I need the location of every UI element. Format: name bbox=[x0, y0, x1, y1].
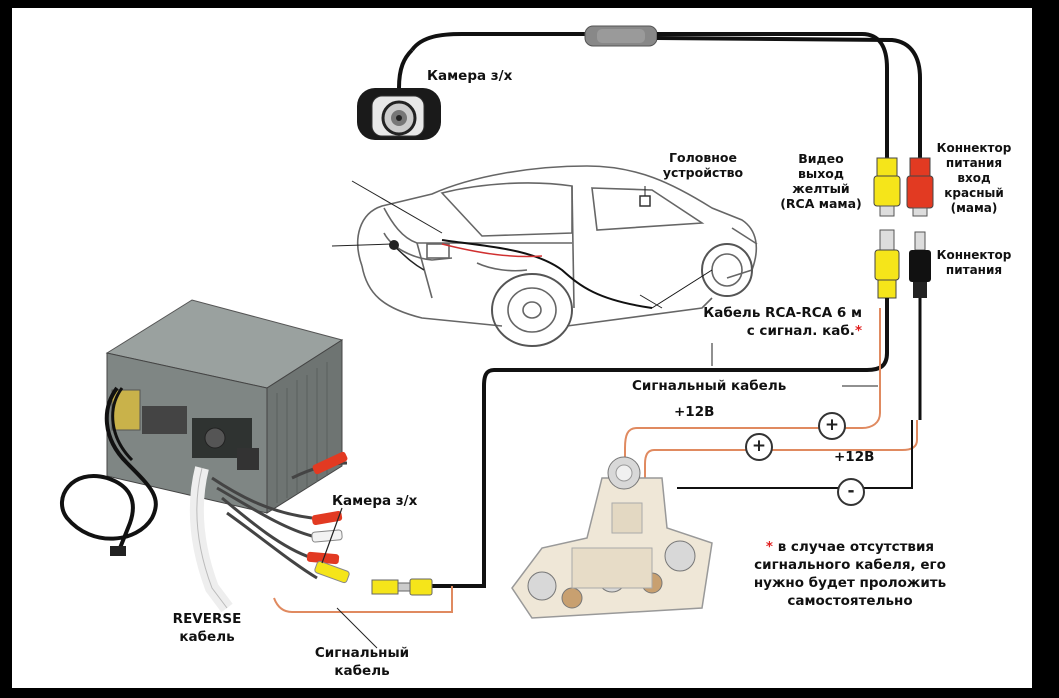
label-power-in: Коннектор питания вход красный (мама) bbox=[936, 141, 1012, 215]
car-internal-cables bbox=[331, 180, 713, 309]
wiring-harness bbox=[189, 461, 348, 613]
label-camera-bottom: Камера з/х bbox=[332, 493, 418, 509]
diagram-canvas: Камера з/х Головное устройство Видео вых… bbox=[12, 8, 1032, 688]
rca-male-connector bbox=[874, 229, 900, 299]
label-rca-cable: Кабель RCA-RCA 6 м с сигнал. каб.* bbox=[703, 305, 862, 339]
plus-sign-top: + bbox=[818, 412, 846, 440]
label-plus12-top: +12В bbox=[674, 404, 715, 420]
note-text: * в случае отсутствия сигнального кабеля… bbox=[753, 539, 947, 609]
plus-sign-bottom: + bbox=[745, 433, 773, 461]
rca-cable-6m bbox=[432, 298, 889, 588]
label-reverse-cable: REVERSE кабель bbox=[172, 611, 242, 645]
leader-lines bbox=[336, 385, 878, 649]
rca-to-headunit-connector bbox=[371, 578, 433, 596]
power-connector-black bbox=[909, 231, 931, 298]
video-out-connector bbox=[873, 157, 901, 217]
rca-pigtail-connectors bbox=[306, 451, 350, 584]
camera-cable-top bbox=[410, 25, 922, 158]
label-plus12-bottom: +12В bbox=[834, 449, 875, 465]
tail-light-assembly bbox=[511, 456, 713, 619]
usb-cable bbox=[60, 386, 158, 549]
ground-wire bbox=[677, 298, 922, 489]
label-signal-cable-bottom: Сигнальный кабель bbox=[314, 645, 410, 679]
label-power-connector: Коннектор питания bbox=[936, 248, 1012, 277]
label-video-out: Видео выход желтый (RCA мама) bbox=[780, 151, 862, 211]
usb-plug-icon bbox=[110, 546, 126, 556]
power-in-connector bbox=[906, 157, 934, 217]
label-head-unit: Головное устройство bbox=[662, 150, 744, 180]
leader-camera-bottom bbox=[321, 507, 343, 564]
label-signal-cable-mid: Сигнальный кабель bbox=[632, 378, 787, 394]
label-camera-top: Камера з/х bbox=[427, 68, 513, 84]
signal-cable bbox=[273, 308, 918, 613]
rear-camera-top bbox=[357, 48, 441, 140]
wiring-diagram bbox=[60, 25, 934, 649]
minus-sign: - bbox=[837, 478, 865, 506]
